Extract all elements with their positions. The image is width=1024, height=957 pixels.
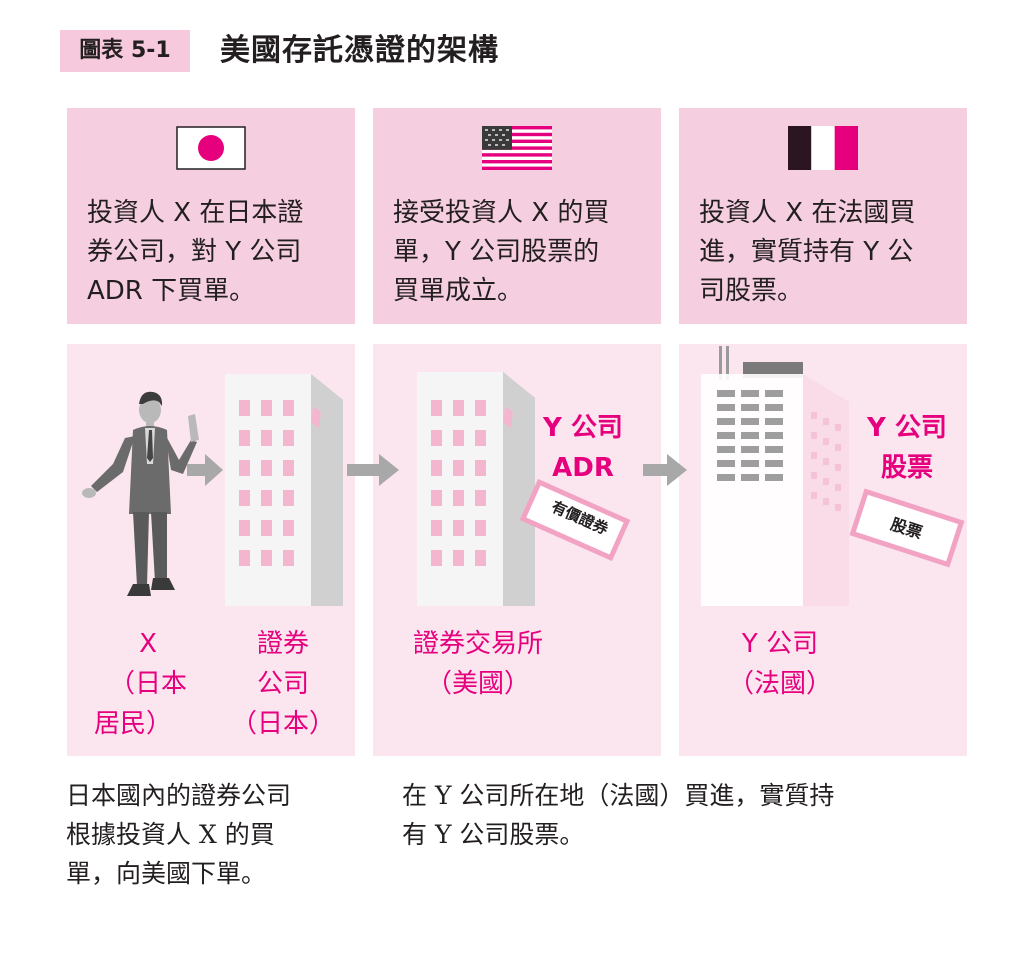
- usa-flag-icon: [482, 126, 552, 170]
- stock-ticket-icon: [849, 488, 965, 568]
- step-text-france: 投資人 X 在法國買 進，實質持有 Y 公 司股票。: [699, 194, 955, 311]
- broker-building-icon: [225, 374, 343, 606]
- exchange-label-line: （美國）: [425, 669, 530, 699]
- caption-line: 在 Y 公司所在地（法國）買進，實質持: [402, 781, 835, 810]
- arrow-right-icon: [347, 454, 399, 486]
- company-label-line: （法國）: [727, 669, 832, 699]
- step-panel-usa: 接受投資人 X 的買 單，Y 公司股票的 買單成立。: [373, 108, 661, 324]
- text-line: 投資人 X 在法國買: [699, 198, 916, 228]
- step-text-usa: 接受投資人 X 的買 單，Y 公司股票的 買單成立。: [393, 194, 649, 311]
- company-label-line: Y 公司: [741, 629, 819, 659]
- scene-illustration: [82, 346, 965, 606]
- stock-label-line: Y 公司: [867, 413, 947, 443]
- text-line: 接受投資人 X 的買: [393, 198, 610, 228]
- text-line: 司股票。: [699, 276, 804, 306]
- exchange-label-line: 證券交易所: [412, 629, 543, 659]
- broker-label-line: （日本）: [230, 709, 335, 739]
- step-text-japan: 投資人 X 在日本證 券公司，對 Y 公司 ADR 下買單。: [87, 194, 343, 311]
- broker-label: 證券 公司 （日本）: [218, 624, 348, 744]
- broker-label-line: 證券: [256, 629, 309, 659]
- caption-line: 有 Y 公司股票。: [402, 820, 585, 849]
- caption-line: 單，向美國下單。: [66, 859, 267, 888]
- text-line: 進，實質持有 Y 公: [699, 237, 914, 267]
- investor-label-line: （日本: [108, 669, 187, 699]
- step-panel-japan: 投資人 X 在日本證 券公司，對 Y 公司 ADR 下買單。: [67, 108, 355, 324]
- stock-label-line: 股票: [880, 453, 933, 483]
- adr-ticket-icon: [519, 478, 631, 562]
- adr-label-line: ADR: [552, 453, 614, 483]
- arrow-right-icon: [187, 454, 223, 486]
- step-panel-france: 投資人 X 在法國買 進，實質持有 Y 公 司股票。: [679, 108, 967, 324]
- figure-label: 圖表 5-1: [60, 30, 190, 72]
- stock-label: Y 公司 股票: [862, 408, 952, 488]
- france-flag-icon: [788, 126, 858, 170]
- japan-flag-icon: [176, 126, 246, 170]
- caption-left: 日本國內的證券公司 根據投資人 X 的買 單，向美國下單。: [66, 776, 366, 893]
- caption-line: 根據投資人 X 的買: [66, 820, 275, 849]
- exchange-building-icon: [417, 372, 535, 606]
- exchange-label: 證券交易所 （美國）: [393, 624, 563, 704]
- investor-label-line: X: [139, 629, 157, 659]
- company-label: Y 公司 （法國）: [710, 624, 850, 704]
- company-building-icon: [701, 346, 849, 606]
- text-line: 投資人 X 在日本證: [87, 198, 304, 228]
- figure-title: 美國存託憑證的架構: [220, 33, 499, 68]
- arrow-right-icon: [643, 454, 687, 486]
- investor-figure-icon: [82, 391, 199, 596]
- broker-label-line: 公司: [256, 669, 309, 699]
- adr-label-line: Y 公司: [543, 413, 623, 443]
- text-line: ADR 下買單。: [87, 276, 256, 306]
- text-line: 券公司，對 Y 公司: [87, 237, 302, 267]
- caption-line: 日本國內的證券公司: [66, 781, 292, 810]
- investor-label: X （日本 居民）: [88, 624, 208, 744]
- investor-label-line: 居民）: [94, 709, 173, 739]
- text-line: 買單成立。: [393, 276, 524, 306]
- text-line: 單，Y 公司股票的: [393, 237, 600, 267]
- adr-label: Y 公司 ADR: [538, 408, 628, 488]
- caption-right: 在 Y 公司所在地（法國）買進，實質持 有 Y 公司股票。: [402, 776, 962, 854]
